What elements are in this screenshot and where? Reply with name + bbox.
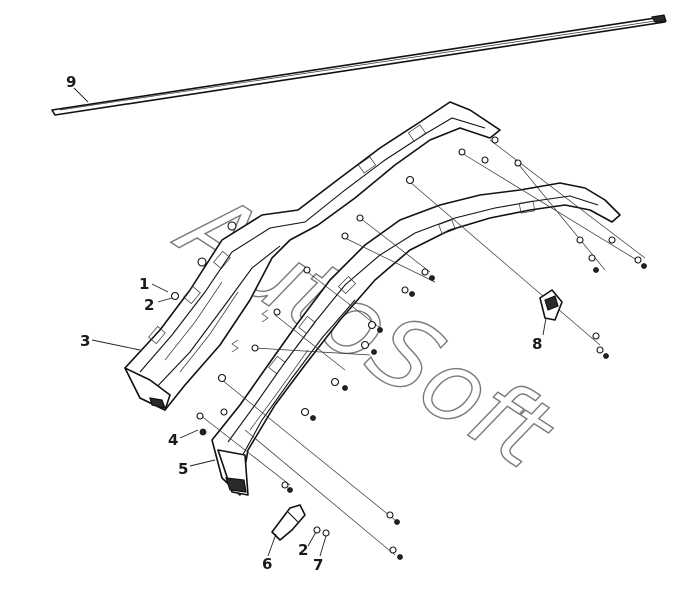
leader-lines xyxy=(73,87,547,557)
callout-8: 8 xyxy=(532,335,542,353)
callout-4: 4 xyxy=(168,431,178,449)
part-8-bracket xyxy=(539,289,563,321)
callout-2a: 2 xyxy=(144,296,154,314)
callout-5: 5 xyxy=(178,460,188,478)
part-9-molding-strip xyxy=(51,14,667,116)
callouts: 9 1 2 3 8 4 5 6 2 7 xyxy=(66,73,542,574)
callout-9: 9 xyxy=(66,73,76,91)
part-3-rear-arch xyxy=(124,101,501,411)
alignment-lines xyxy=(199,139,646,556)
part-6-bracket xyxy=(271,504,306,541)
callout-7: 7 xyxy=(313,556,323,574)
callout-6: 6 xyxy=(262,555,272,573)
callout-1: 1 xyxy=(139,275,149,293)
callout-2b: 2 xyxy=(298,541,308,559)
zigzag-clips xyxy=(231,309,269,353)
fasteners xyxy=(170,136,647,560)
callout-3: 3 xyxy=(80,332,90,350)
part-5-front-arch xyxy=(211,182,621,496)
